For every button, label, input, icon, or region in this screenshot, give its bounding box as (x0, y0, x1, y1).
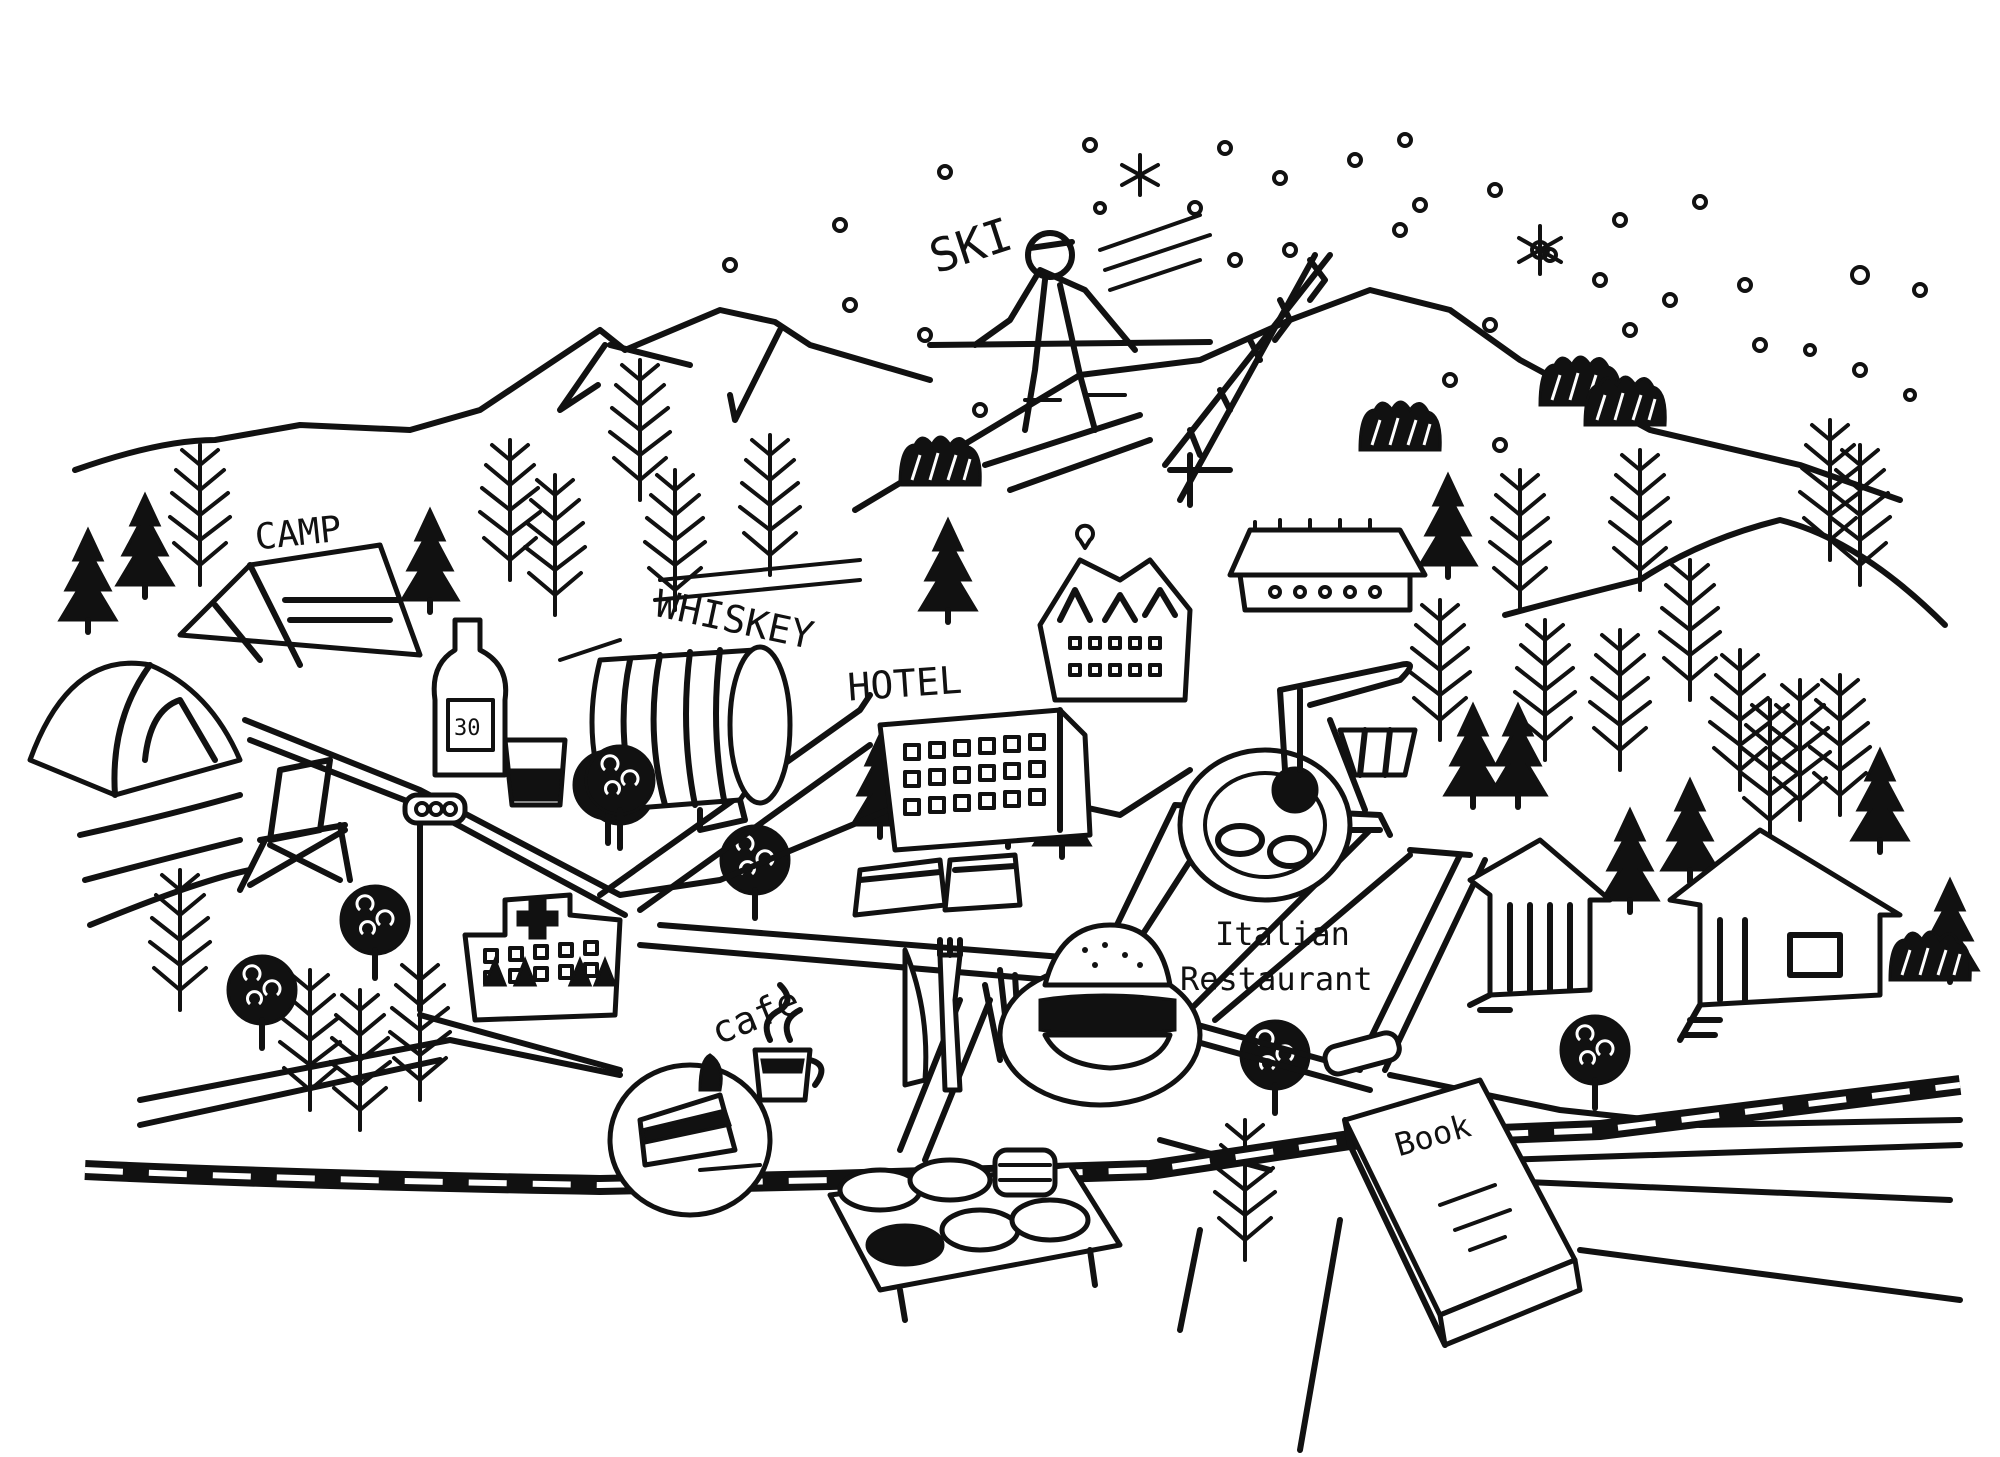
burger-icon (997, 922, 1203, 1108)
skier-icon (927, 230, 1213, 493)
tent-icon (177, 542, 423, 668)
railway (84, 1075, 1962, 1196)
whiskey-bottle-number: 30 (454, 716, 481, 741)
sushi-platter-icon (827, 1147, 1123, 1323)
camp-label: CAMP (253, 509, 344, 559)
mountain-range (72, 287, 1948, 628)
whiskey-glass-icon (502, 737, 568, 808)
lodge-icon (1227, 518, 1428, 613)
lodge-icon (1037, 523, 1193, 703)
traffic-light-icon (402, 792, 468, 1013)
cabin-icon (1467, 837, 1613, 1013)
hospital-icon (462, 892, 623, 1023)
book-icon: Book (1342, 1077, 1583, 1348)
cabin-icon (1667, 827, 1903, 1043)
hotel-building-icon (852, 707, 1093, 918)
cake-icon (607, 1053, 773, 1218)
ski-lift-icon (1162, 252, 1333, 508)
italian-restaurant-label-line1: Italian (1215, 915, 1350, 953)
snow-dots (722, 132, 1928, 453)
snowflake-icon (1120, 153, 1160, 197)
hotel-label: HOTEL (846, 658, 963, 710)
coffee-cup-icon (752, 982, 825, 1103)
ski-label: SKI (923, 207, 1019, 284)
cutlery-icon (902, 937, 963, 1093)
train-icon (1322, 1030, 1402, 1077)
pasta-plate-icon (1177, 661, 1413, 903)
dome-tent-icon (27, 660, 243, 798)
speed-lines (1098, 213, 1212, 292)
snowflake-icon (1517, 224, 1563, 276)
whiskey-bottle-icon: 30 (431, 617, 509, 778)
camp-chair-icon (237, 757, 353, 893)
road-lines (558, 558, 862, 662)
italian-restaurant-label-line2: Restaurant (1180, 960, 1373, 998)
italian-flag-icon (1327, 717, 1418, 813)
